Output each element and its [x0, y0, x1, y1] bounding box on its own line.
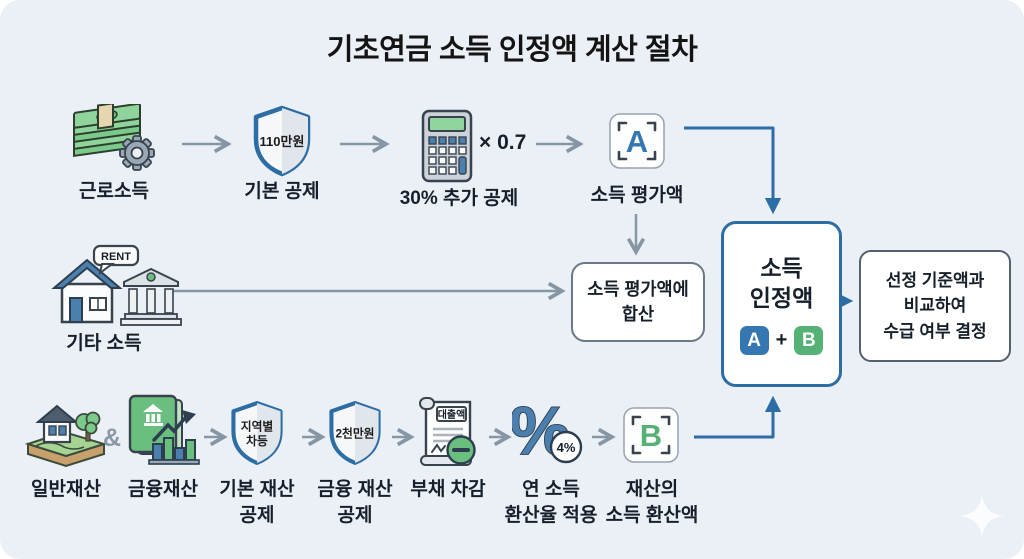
house-rent-bank-icon: RENT [51, 244, 182, 326]
multiplier-text: × 0.7 [479, 131, 527, 154]
general-property-label: 일반재산 [31, 479, 101, 500]
financial-property-deduction-label2: 공제 [337, 505, 373, 526]
letter-b-frame-icon: B [623, 407, 679, 463]
letter-a-frame-icon: A [609, 113, 665, 169]
rent-bubble-text: RENT [101, 251, 131, 263]
basic-deduction-label: 기본 공제 [244, 181, 320, 202]
shield-regional-badge-line2: 차등 [246, 434, 268, 448]
plus-sign: + [775, 329, 788, 351]
result-line1: 소득 [760, 255, 803, 281]
basic-property-deduction-label1: 기본 재산 [219, 479, 295, 500]
recognized-income-box: 소득 인정액 A + B [721, 221, 842, 387]
merge-box-line1: 소득 평가액에 [587, 279, 689, 299]
other-income-label: 기타 소득 [66, 333, 142, 354]
badge-b: B [794, 326, 824, 355]
arrow-a-to-result [684, 126, 782, 215]
percent-rate-icon: % 4% [512, 396, 583, 470]
ampersand: & [102, 424, 122, 452]
decision-box: 선정 기준액과 비교하여 수급 여부 결정 [859, 250, 1011, 362]
decision-line2: 비교하여 [903, 296, 967, 316]
sparkle-icon [960, 494, 1004, 538]
income-evaluation-label: 소득 평가액 [590, 185, 684, 206]
rate-text: 4% [557, 440, 576, 455]
property-conversion-label2: 소득 환산액 [605, 505, 699, 526]
arrow-b-to-result [694, 395, 782, 439]
a-plus-b: A + B [739, 326, 824, 355]
shield-20m-icon: 2천만원 [329, 401, 381, 465]
calculator-icon [421, 109, 473, 183]
shield-regional-badge-line1: 지역별 [241, 419, 273, 433]
conversion-rate-label2: 환산율 적용 [504, 505, 598, 526]
additional-deduction-label: 30% 추가 공제 [399, 188, 519, 209]
basic-property-deduction-label2: 공제 [239, 505, 275, 526]
decision-line3: 수급 여부 결정 [883, 321, 987, 341]
debt-subtraction-label: 부채 차감 [410, 479, 486, 500]
loan-tag-text: 대출액 [438, 408, 466, 421]
earned-income-label: 근로소득 [79, 181, 149, 202]
shield-regional-icon: 지역별 차등 [231, 401, 283, 465]
percent-symbol: % [512, 396, 570, 469]
badge-a: A [739, 326, 769, 355]
financial-property-deduction-label1: 금융 재산 [317, 479, 393, 500]
decision-line1: 선정 기준액과 [885, 270, 985, 290]
loan-document-icon: 대출액 [419, 397, 476, 466]
letter-b: B [640, 418, 662, 453]
merge-box-line2: 합산 [621, 304, 655, 324]
merge-box: 소득 평가액에 합산 [571, 262, 705, 342]
money-gear-icon [73, 104, 155, 171]
conversion-rate-label1: 연 소득 [522, 479, 580, 500]
property-conversion-label1: 재산의 [625, 479, 679, 500]
financial-property-label: 금융재산 [128, 479, 198, 500]
shield-basic-deduction-icon: 110만원 [253, 105, 311, 177]
letter-a: A [626, 124, 648, 159]
shield-20m-badge: 2천만원 [335, 427, 374, 441]
page-title: 기초연금 소득 인정액 계산 절차 [326, 34, 698, 66]
land-house-icon [24, 404, 108, 468]
shield-basic-badge: 110만원 [260, 134, 305, 149]
bankbook-chart-icon [128, 394, 200, 465]
result-line2: 인정액 [749, 285, 814, 311]
